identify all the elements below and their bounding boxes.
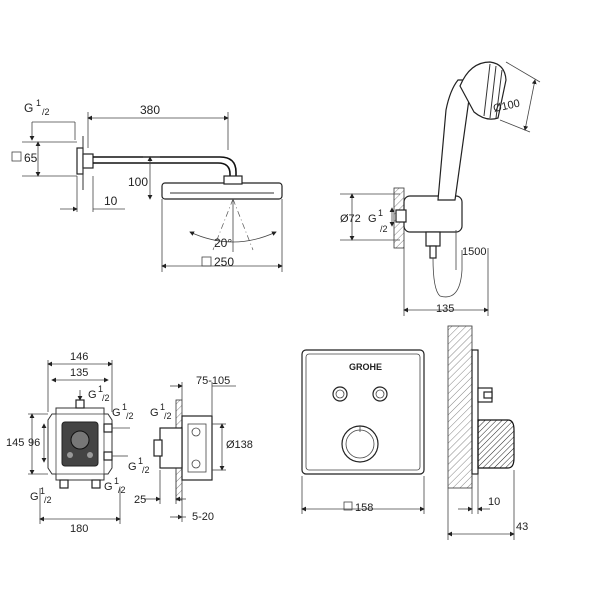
svg-text:G: G xyxy=(150,407,159,419)
svg-text:1: 1 xyxy=(160,402,165,412)
setback-label: 25 xyxy=(134,494,146,506)
svg-text:/2: /2 xyxy=(42,107,50,117)
shower-arm-flange xyxy=(76,147,84,175)
valve-side-body xyxy=(181,415,213,481)
height-inner-label: 96 xyxy=(28,437,40,449)
tile-range-label: 5-20 xyxy=(192,511,214,523)
svg-text:1: 1 xyxy=(36,98,41,108)
inner-width-label: 135 xyxy=(70,367,88,379)
head-drop-label: 100 xyxy=(128,175,148,189)
svg-text:/2: /2 xyxy=(164,411,172,421)
depth-range-label: 75-105 xyxy=(196,375,230,387)
svg-text:1: 1 xyxy=(98,384,103,394)
svg-text:/2: /2 xyxy=(118,485,126,495)
rain-shower-view: 20° G 1 /2 65 380 100 10 250 xyxy=(11,98,283,272)
outlet-diameter-label: Ø72 xyxy=(340,213,361,225)
brand-logo: GROHE xyxy=(349,362,382,372)
head-square-label: 250 xyxy=(214,255,234,269)
knurled-knob-side xyxy=(477,419,515,469)
faceplate-outline xyxy=(301,349,425,475)
svg-text:1: 1 xyxy=(378,208,383,218)
svg-text:1: 1 xyxy=(40,486,45,496)
svg-text:/2: /2 xyxy=(44,495,52,505)
faceplate-side-view: 10 43 xyxy=(447,325,528,540)
front-depth-label: 10 xyxy=(488,496,500,508)
svg-text:G: G xyxy=(88,389,97,401)
wall-outlet-bracket xyxy=(403,195,463,233)
svg-text:1: 1 xyxy=(138,456,143,466)
projection-label: 135 xyxy=(436,303,454,315)
flange-square-label: 65 xyxy=(24,151,38,165)
wall-depth-label: 10 xyxy=(104,194,118,208)
svg-text:/2: /2 xyxy=(102,393,110,403)
valve-side-view: 75-105 G 1 /2 Ø138 25 5-20 xyxy=(134,375,253,523)
svg-text:G: G xyxy=(24,101,33,115)
height-outer-label: 145 xyxy=(6,437,24,449)
shower-hose xyxy=(432,250,463,298)
valve-box-view: 146 135 G 1 /2 G 1 /2 G 1 /2 G 1 /2 G 1 … xyxy=(6,351,150,535)
faceplate-side-plate xyxy=(471,349,479,475)
faceplate-view: GROHE 158 xyxy=(301,349,425,514)
faceplate-square-label: 158 xyxy=(355,502,373,514)
svg-text:/2: /2 xyxy=(380,224,388,234)
rain-shower-head xyxy=(161,182,283,200)
valve-diameter-label: Ø138 xyxy=(226,439,253,451)
button-left-icon[interactable] xyxy=(332,386,348,402)
svg-text:/2: /2 xyxy=(126,411,134,421)
tilt-angle-label: 20° xyxy=(214,236,232,250)
hand-shower-handle xyxy=(437,79,471,201)
svg-text:1: 1 xyxy=(122,402,127,412)
svg-text:G: G xyxy=(112,407,121,419)
head-diameter-label: Ø100 xyxy=(492,98,521,115)
svg-text:/2: /2 xyxy=(142,465,150,475)
svg-text:G: G xyxy=(128,461,137,473)
arm-length-label: 380 xyxy=(140,103,160,117)
svg-text:G: G xyxy=(368,213,377,225)
button-right-icon[interactable] xyxy=(372,386,388,402)
outer-width-label: 146 xyxy=(70,351,88,363)
shower-arm xyxy=(93,156,237,182)
base-width-label: 180 xyxy=(70,523,88,535)
svg-text:1: 1 xyxy=(114,476,119,486)
total-depth-label: 43 xyxy=(516,521,528,533)
hand-shower-view: Ø100 Ø72 G 1 /2 1500 135 xyxy=(340,61,541,316)
svg-text:G: G xyxy=(104,481,113,493)
valve-box-outline xyxy=(47,407,113,481)
hose-length-label: 1500 xyxy=(462,246,486,258)
svg-text:G: G xyxy=(30,491,39,503)
